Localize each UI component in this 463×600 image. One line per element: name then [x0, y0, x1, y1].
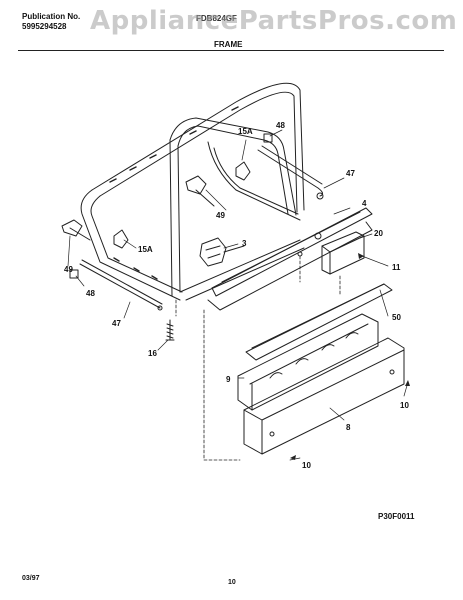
callout-9: 9 [226, 375, 231, 384]
hinge-mid [185, 175, 215, 207]
screw-16 [165, 319, 175, 341]
alignment-lines [175, 255, 341, 461]
section-title: FRAME [214, 40, 243, 49]
callout-48-top: 48 [276, 121, 285, 130]
footer-date: 03/97 [22, 575, 40, 582]
front-brace [207, 207, 373, 311]
kickplate-8 [243, 337, 405, 455]
cable-top-b [261, 145, 323, 185]
kickplate-9 [237, 313, 379, 411]
model-number: FDB824GF [196, 14, 237, 23]
callout-3: 3 [242, 239, 247, 248]
callout-8: 8 [346, 423, 351, 432]
callout-4: 4 [362, 199, 367, 208]
strip-50 [245, 283, 393, 361]
cable-left-b [81, 259, 163, 305]
footer-page-number: 10 [228, 579, 236, 586]
watermark: AppliancePartsPros.com [90, 6, 458, 36]
callout-labels: 48 15A 47 4 49 3 20 15A 11 49 48 50 47 1… [64, 121, 409, 470]
callout-20: 20 [374, 229, 383, 238]
hinge-top [235, 161, 251, 181]
header-rule [18, 50, 444, 51]
callout-15a-top: 15A [238, 127, 253, 136]
assembly-3 [199, 237, 245, 267]
figure-code: P30F0011 [378, 512, 415, 521]
cable-left [79, 263, 161, 309]
callout-15a-left: 15A [138, 245, 153, 254]
callout-10-right: 10 [400, 401, 409, 410]
callout-49-left: 49 [64, 265, 73, 274]
cable-top [257, 149, 324, 197]
hinge-mid-left [113, 229, 129, 249]
callout-48-left: 48 [86, 289, 95, 298]
hinge-left [61, 219, 91, 241]
leader-lines [67, 129, 409, 461]
callout-47-left: 47 [112, 319, 121, 328]
callout-47-top: 47 [346, 169, 355, 178]
bracket-20 [321, 231, 365, 275]
callout-11: 11 [392, 263, 401, 272]
callout-49-mid: 49 [216, 211, 225, 220]
callout-50: 50 [392, 313, 401, 322]
callout-16: 16 [148, 349, 157, 358]
callout-10-bottom: 10 [302, 461, 311, 470]
publication-number: 5995294528 [22, 22, 67, 31]
publication-label: Publication No. [22, 12, 81, 21]
leader-arrows [290, 253, 410, 460]
